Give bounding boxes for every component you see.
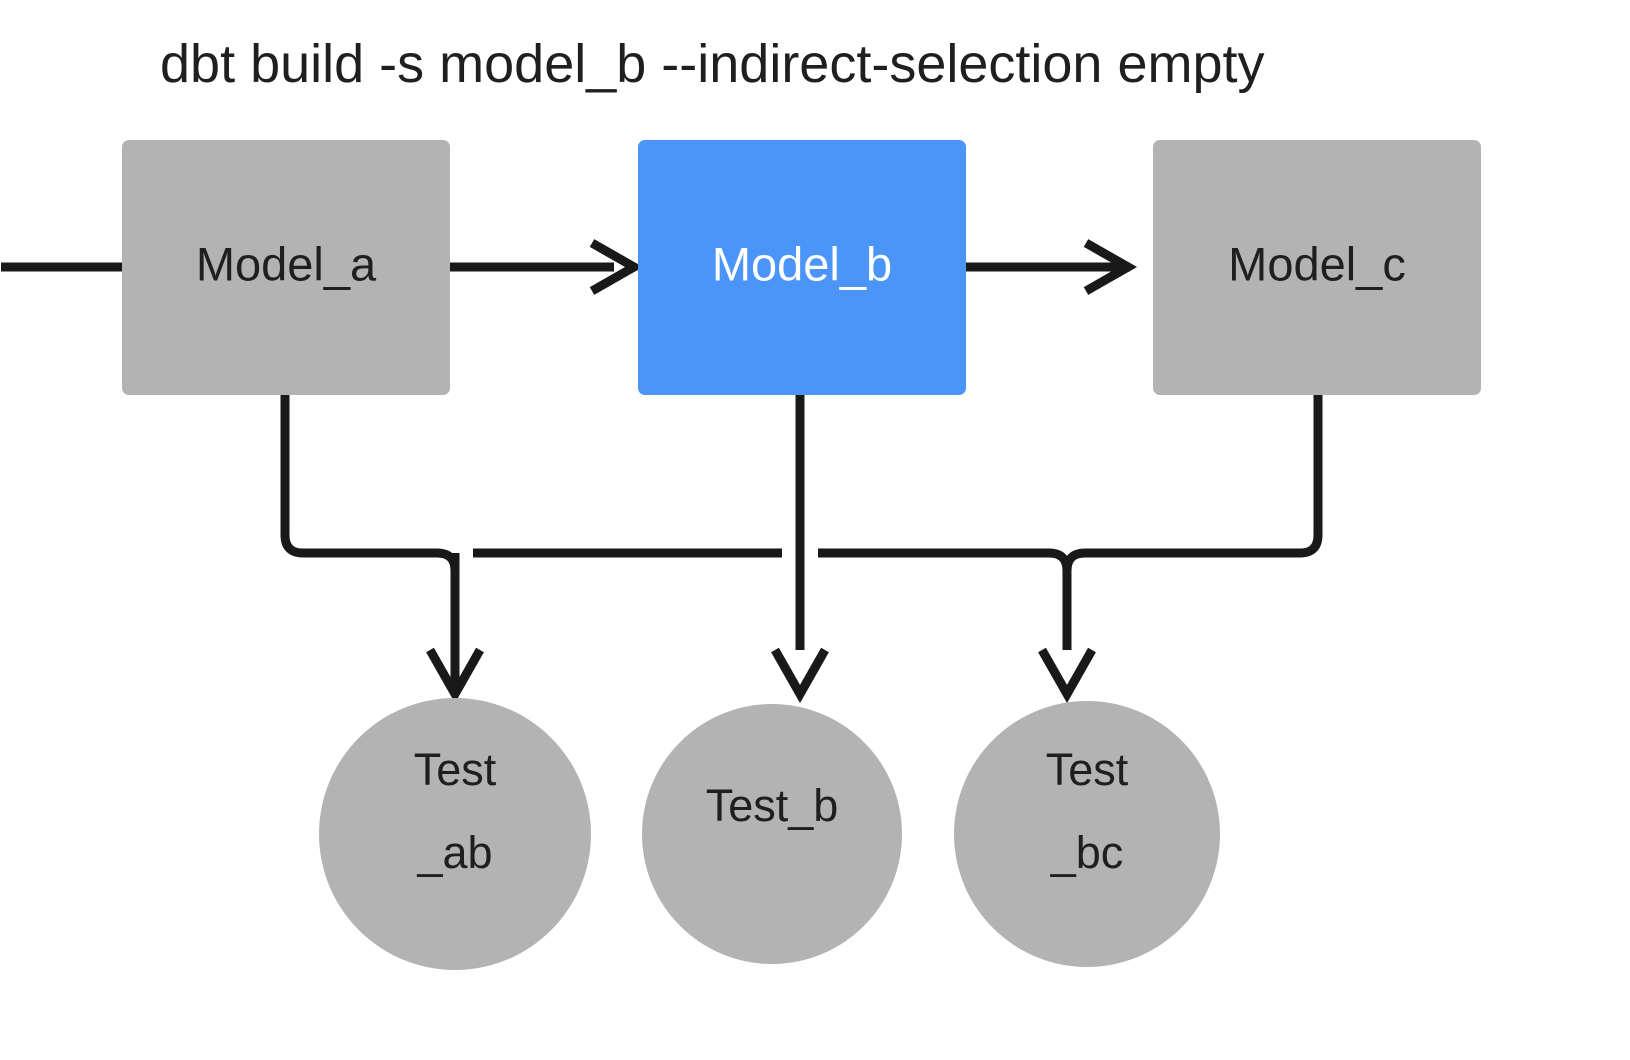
model-a-label: Model_a [196, 237, 377, 290]
test-ab-label-line1: Test [414, 744, 497, 795]
test-b-circle[interactable] [642, 704, 902, 964]
test-ab-label-line2: _ab [416, 827, 492, 878]
node-test-ab[interactable]: Test _ab [319, 698, 591, 970]
node-model-b[interactable]: Model_b [638, 140, 966, 395]
page-title: dbt build -s model_b --indirect-selectio… [160, 34, 1265, 94]
edge-model-b-bus [473, 393, 1072, 572]
node-model-a[interactable]: Model_a [122, 140, 450, 395]
model-c-box[interactable] [1153, 140, 1481, 395]
model-b-box[interactable] [638, 140, 966, 395]
model-a-box[interactable] [122, 140, 450, 395]
arrowhead-test-ab [426, 553, 484, 704]
test-bc-label-line1: Test [1046, 744, 1129, 795]
model-b-label: Model_b [712, 237, 892, 290]
test-bc-label-line2: _bc [1050, 827, 1124, 878]
test-ab-circle[interactable] [319, 698, 591, 970]
node-test-b[interactable]: Test_b [642, 704, 902, 964]
model-c-label: Model_c [1228, 237, 1406, 290]
arrowhead-test-bc [1038, 647, 1096, 704]
arrowhead-test-b [771, 647, 829, 704]
node-model-c[interactable]: Model_c [1153, 140, 1481, 395]
node-test-bc[interactable]: Test _bc [954, 701, 1220, 967]
edge-model-a-to-test-ab [280, 393, 460, 650]
test-b-label: Test_b [706, 780, 839, 831]
edge-model-c-to-test-bc [1062, 393, 1323, 650]
test-bc-circle[interactable] [954, 701, 1220, 967]
edge-model-b-to-model-c [966, 239, 1138, 295]
